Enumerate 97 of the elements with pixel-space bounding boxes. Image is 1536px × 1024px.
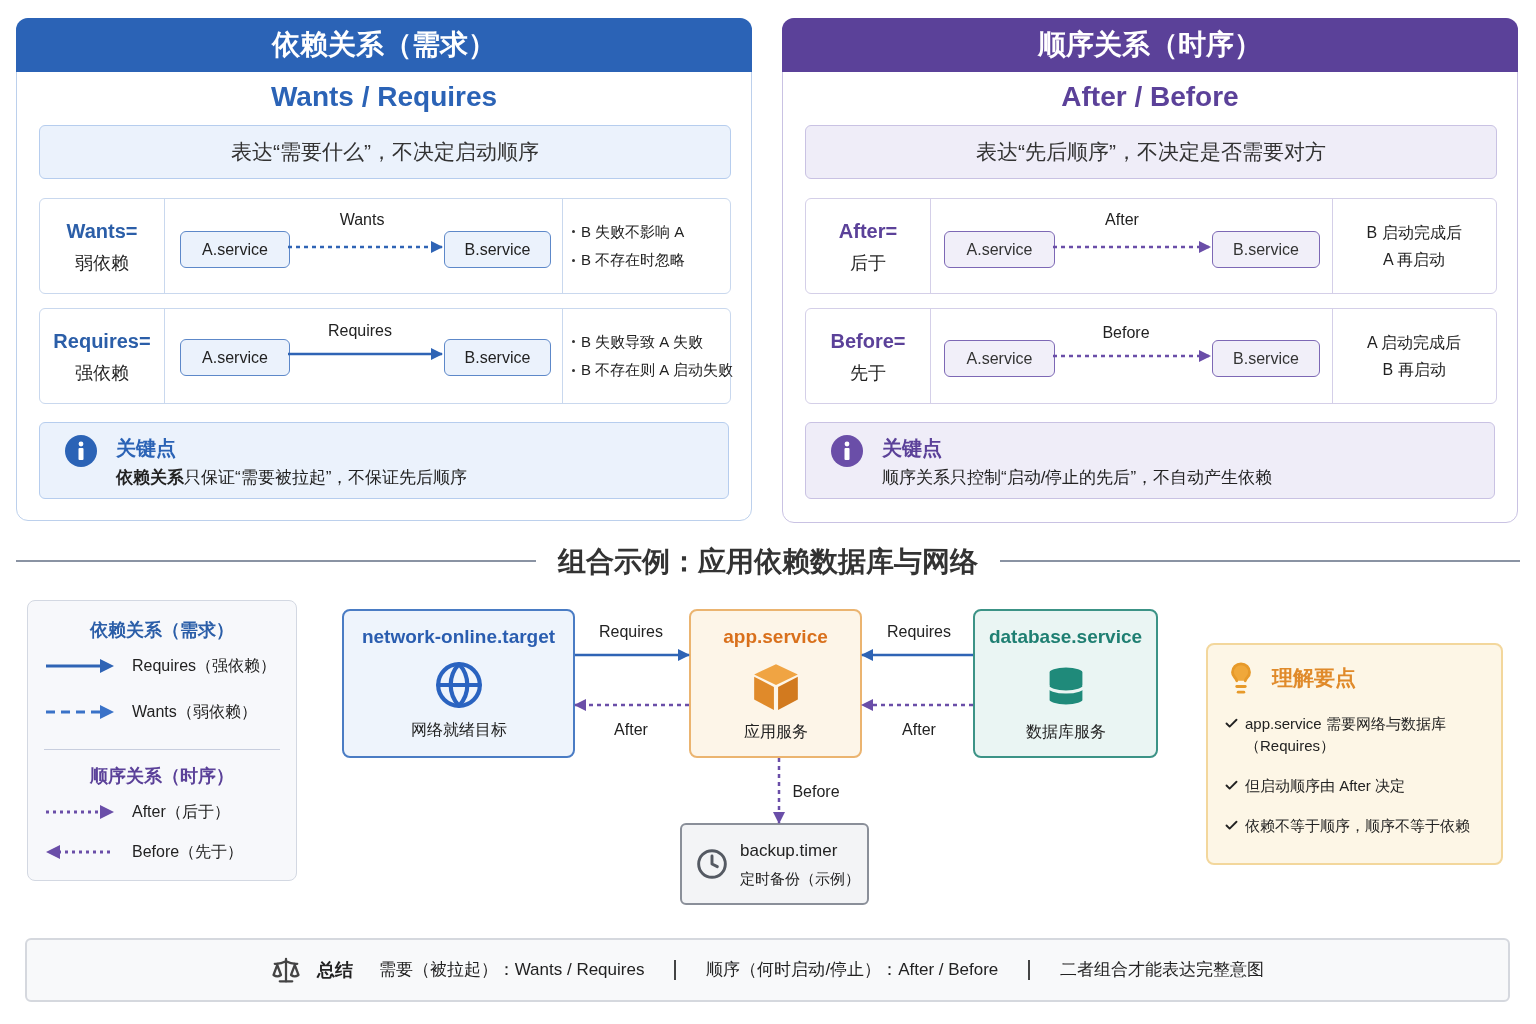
service-box (1212, 340, 1320, 377)
relation-term: After= (838, 218, 898, 244)
panel-subtitle: After / Before (1060, 80, 1240, 114)
relation-meaning: 强依赖 (75, 361, 129, 385)
info-banner (39, 125, 731, 179)
service-name: A.service (202, 347, 268, 368)
summary-text: 二者组合才能表达完整意图 (1060, 959, 1265, 982)
edge-label: Requires (887, 622, 951, 642)
relation-term: Requires= (53, 328, 151, 354)
key-point-box (39, 422, 729, 499)
legend-text: Requires（强依赖） (132, 656, 277, 676)
panel-card (782, 18, 1518, 523)
note-text: B 不存在则 A 启动失败 (581, 360, 733, 380)
edge-label: After (902, 720, 936, 740)
arrow (773, 758, 785, 824)
relation-term: Wants= (66, 218, 138, 244)
edge-label: Requires (599, 622, 663, 642)
unit-name: backup.timer (740, 840, 839, 862)
legend-text: After（后于） (132, 802, 230, 822)
panel-title: 依赖关系（需求） (272, 28, 496, 62)
service-box (1212, 231, 1320, 268)
service-box (180, 339, 290, 376)
unit-box (689, 609, 862, 758)
relation-meaning: 先于 (850, 361, 886, 385)
arrow (1053, 350, 1211, 362)
unit-name: app.service (723, 625, 828, 649)
service-name: A.service (966, 348, 1033, 369)
service-box (444, 339, 551, 376)
summary-text: 顺序（何时启动/停止）：After / Before (706, 959, 999, 982)
arrow (1053, 241, 1211, 253)
key-point-title: 关键点 (116, 436, 177, 461)
service-name: B.service (464, 239, 531, 260)
relation-row (39, 198, 731, 294)
edge-label: Wants (339, 210, 385, 230)
tips-card (1206, 643, 1503, 865)
banner-text: 表达“先后顺序”，不决定是否需要对方 (976, 139, 1326, 166)
tips-title: 理解要点 (1272, 665, 1356, 692)
panel-subtitle: Wants / Requires (269, 80, 499, 114)
arrow (575, 649, 690, 661)
key-point-title: 关键点 (882, 436, 943, 461)
service-box (180, 231, 290, 268)
unit-description: 应用服务 (743, 721, 808, 742)
panel-title: 顺序关系（时序） (1038, 28, 1262, 62)
info-banner (805, 125, 1497, 179)
summary-bar (25, 938, 1510, 1002)
relation-meaning: 后于 (850, 251, 886, 275)
service-name: A.service (966, 239, 1033, 260)
tip-text: app.service 需要网络与数据库（Requires） (1245, 714, 1447, 756)
service-box (944, 231, 1055, 268)
panel-card (16, 18, 752, 521)
relation-row (805, 308, 1497, 404)
key-point-text: 依赖关系只保证“需要被拉起”，不保证先后顺序 (116, 467, 468, 489)
tip-text: 但启动顺序由 After 决定 (1245, 776, 1406, 796)
relation-row (39, 308, 731, 404)
legend-heading: 依赖关系（需求） (88, 619, 235, 642)
legend-heading: 顺序关系（时序） (89, 765, 235, 788)
arrow (861, 699, 973, 711)
note-text: A 启动完成后 B 再启动 (1365, 333, 1463, 380)
section-heading: 组合示例：应用依赖数据库与网络 (556, 545, 979, 579)
arrow (861, 649, 973, 661)
summary-title: 总结 (316, 958, 353, 982)
note-text: B 启动完成后 A 再启动 (1365, 223, 1463, 270)
unit-description: 定时备份（示例） (740, 868, 860, 889)
service-name: B.service (1233, 239, 1299, 260)
key-point-box (805, 422, 1495, 499)
banner-text: 表达“需要什么”，不决定启动顺序 (231, 139, 539, 166)
relation-row (805, 198, 1497, 294)
note-text: B 失败不影响 A (581, 221, 685, 242)
service-name: A.service (202, 239, 268, 260)
edge-label: After (614, 720, 648, 740)
tip-text: 依赖不等于顺序，顺序不等于依赖 (1245, 816, 1471, 836)
unit-name: database.service (988, 625, 1143, 649)
edge-label: After (1105, 210, 1139, 230)
unit-description: 网络就绪目标 (410, 719, 507, 740)
arrow (288, 241, 443, 253)
legend-text: Wants（弱依赖） (132, 702, 257, 722)
relation-meaning: 弱依赖 (75, 251, 129, 275)
key-point-text: 顺序关系只控制“启动/停止的先后”，不自动产生依赖 (882, 467, 1273, 489)
service-name: B.service (464, 347, 531, 368)
unit-description: 数据库服务 (1025, 721, 1106, 742)
note-text: B 失败导致 A 失败 (581, 331, 703, 352)
arrow (288, 348, 443, 360)
summary-text: 需要（被拉起）：Wants / Requires (378, 959, 645, 982)
relation-term: Before= (830, 328, 906, 354)
unit-name: network-online.target (361, 625, 556, 649)
edge-label: Before (1102, 323, 1150, 343)
timer-box (680, 823, 869, 905)
note-text: B 不存在时忽略 (581, 250, 686, 270)
arrow (574, 699, 689, 711)
edge-label: Requires (328, 321, 392, 341)
service-box (944, 340, 1055, 377)
unit-box (973, 609, 1158, 758)
legend-text: Before（先于） (132, 842, 244, 862)
edge-label: Before (792, 782, 840, 802)
service-name: B.service (1233, 348, 1299, 369)
service-box (444, 231, 551, 268)
unit-box (342, 609, 575, 758)
